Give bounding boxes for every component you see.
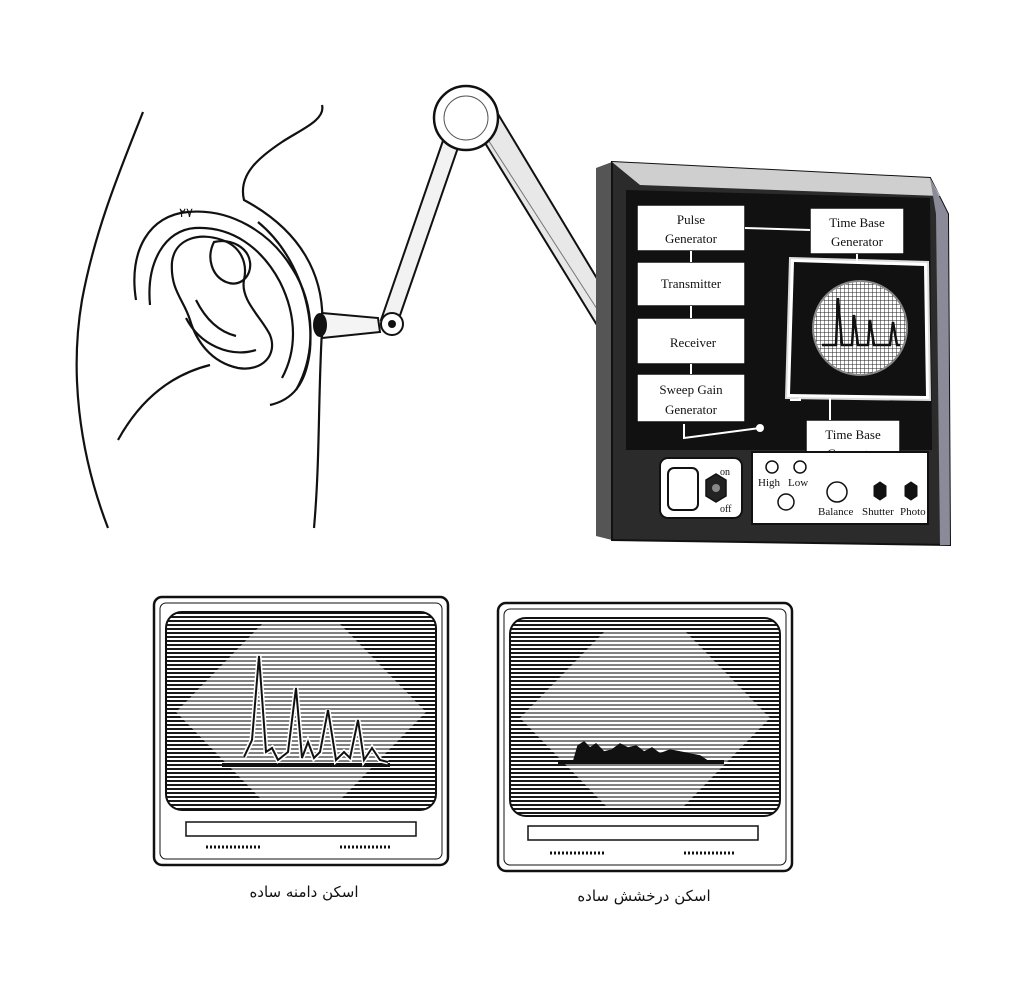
probe-tip [313, 313, 327, 337]
arm-joint-top [432, 84, 500, 152]
block-timebase-top-line1: Time Base [829, 215, 885, 230]
uterus-wall-back [257, 221, 312, 407]
caption-b-scan: اسکن درخشش ساده [577, 887, 710, 905]
block-sweep-gain-generator: Sweep Gain Generator [636, 373, 746, 423]
shutter-label: Shutter [862, 506, 894, 518]
caption-a-scan: اسکن دامنه ساده [249, 883, 358, 901]
photo-label: Photo [900, 506, 926, 518]
balance-label: Balance [818, 506, 854, 518]
low-knob[interactable] [793, 460, 807, 474]
high-label: High [758, 477, 781, 489]
block-sweep-line2: Generator [665, 402, 718, 417]
wires [683, 227, 858, 440]
block-sweep-line1: Sweep Gain [659, 382, 723, 397]
block-timebase-top-line2: Generator [831, 234, 884, 249]
monitor-b-scan [496, 601, 794, 873]
switch-on-label: on [720, 467, 730, 478]
uterus-wall-inner [148, 226, 295, 379]
block-pulse-line2: Generator [665, 231, 718, 246]
block-transmitter: Transmitter [636, 261, 746, 307]
low-label: Low [788, 477, 808, 489]
probe-body [321, 311, 382, 340]
screen-b [509, 617, 781, 817]
monitor-a-scan [152, 595, 450, 867]
arm-lower [379, 130, 464, 326]
fetus-curl [185, 317, 257, 354]
control-panel: on off High Low Balance Shutter Photo [659, 451, 929, 525]
patient-mark: ۲۷ [179, 205, 193, 220]
block-receiver-label: Receiver [670, 335, 717, 350]
back-outline [75, 111, 145, 529]
shutter-button[interactable] [873, 481, 887, 501]
photo-button[interactable] [904, 481, 918, 501]
screen-a [165, 611, 437, 811]
scope-housing [784, 256, 932, 402]
fetus-head [209, 240, 252, 285]
switch-off-label: off [720, 504, 732, 515]
patient-figure [75, 104, 324, 529]
high-knob[interactable] [765, 460, 779, 474]
thigh-outline [117, 363, 211, 441]
fetus-limb [195, 299, 237, 338]
extra-knob[interactable] [777, 493, 795, 511]
balance-knob[interactable] [826, 481, 848, 503]
block-receiver: Receiver [636, 317, 746, 365]
machine-side [596, 162, 612, 540]
belly-outline [241, 104, 324, 529]
ultrasound-machine: Pulse Generator Transmitter Receiver Swe… [596, 160, 952, 547]
block-timebase-bottom-line1: Time Base [825, 427, 881, 442]
block-time-base-generator-top: Time Base Generator [809, 207, 905, 255]
block-transmitter-label: Transmitter [661, 276, 722, 291]
b-scan-echo [573, 741, 709, 761]
transducer-arm [313, 84, 624, 340]
block-pulse-line1: Pulse [677, 212, 705, 227]
scope-trace [822, 297, 900, 347]
block-pulse-generator: Pulse Generator [636, 204, 746, 252]
